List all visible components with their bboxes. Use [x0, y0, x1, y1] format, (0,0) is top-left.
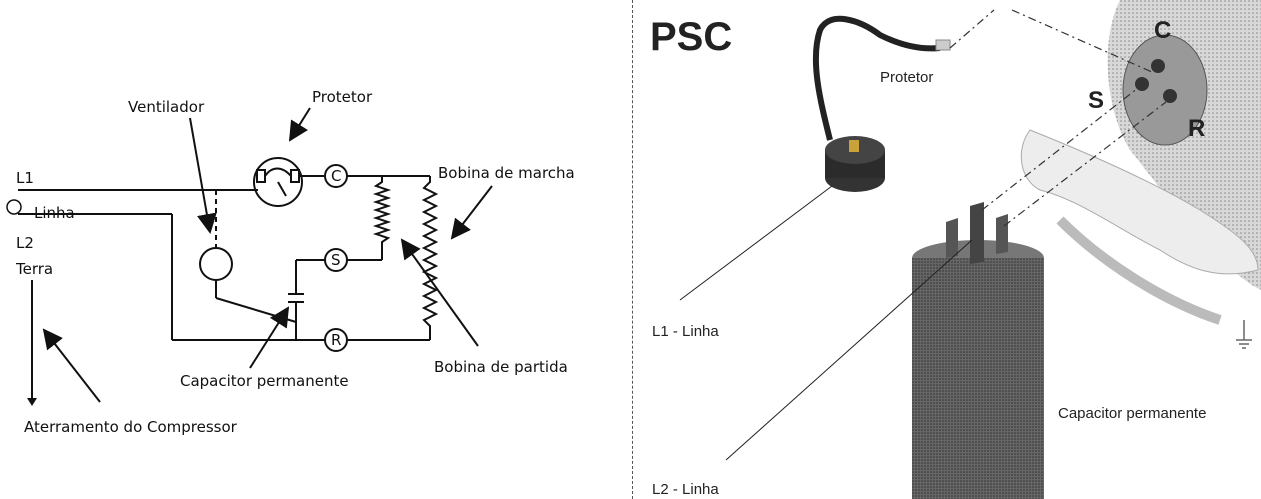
bracket-foot [1056, 216, 1222, 325]
protector-contact-left [256, 169, 266, 183]
terminal-s-right: S [1088, 87, 1104, 114]
psc-illustration: PSC Protetor L1 - Linha L2 - Linha Capac… [636, 0, 1261, 499]
terminal-s-label: S [331, 251, 341, 269]
leader-l1 [679, 185, 833, 301]
label-bobina-partida: Bobina de partida [434, 358, 568, 376]
label-aterramento: Aterramento do Compressor [24, 418, 238, 436]
panel-divider [632, 0, 634, 499]
mounting-bracket [1020, 129, 1259, 275]
protector-element [277, 181, 287, 197]
dash-cap-s [981, 87, 1139, 211]
label-linha: Linha [34, 204, 75, 222]
protector-bimetal [264, 167, 292, 177]
wiring-schematic: C S R Ventilador Protetor L1 Linha L2 Te… [6, 88, 575, 436]
label-protetor: Protetor [312, 88, 373, 106]
compressor-terminal-plate [1122, 34, 1208, 146]
pin-r-icon [1163, 89, 1177, 103]
label-capacitor-right: Capacitor permanente [1058, 405, 1206, 422]
cap-terminal-middle [970, 202, 984, 264]
arrow-capacitor [249, 306, 290, 369]
label-terra: Terra [15, 260, 53, 278]
leader-l2 [725, 239, 973, 461]
capacitor-body [912, 258, 1044, 499]
protector-terminal [849, 140, 859, 152]
label-capacitor: Capacitor permanente [180, 372, 349, 390]
label-protetor-right: Protetor [880, 69, 933, 86]
run-winding-coil [421, 176, 439, 340]
arrow-bobina-marcha [450, 185, 493, 240]
pin-c-icon [1151, 59, 1165, 73]
arrow-ventilador [189, 117, 217, 234]
dash-top-c [1011, 9, 1153, 73]
protector-cable [812, 15, 941, 141]
label-l1: L1 [16, 169, 34, 187]
wire-fan-cap [215, 297, 297, 323]
label-bobina-marcha: Bobina de marcha [438, 164, 575, 182]
arrow-aterramento [42, 328, 101, 403]
dash-cap-r [1003, 101, 1167, 227]
terminal-c-right: C [1154, 17, 1171, 44]
label-l1-linha: L1 - Linha [652, 323, 719, 340]
cap-terminal-right [996, 214, 1008, 254]
fan-motor-symbol [199, 247, 233, 281]
arrow-protetor [288, 107, 311, 142]
diagram-title: PSC [650, 15, 732, 59]
start-winding-coil [372, 176, 392, 260]
label-l2: L2 [16, 234, 34, 252]
protector-symbol [253, 157, 303, 207]
schematic-svg: C S R Ventilador Protetor L1 Linha L2 Te… [6, 88, 575, 436]
ground-icon-right [1236, 320, 1252, 349]
terminal-c-label: C [331, 167, 341, 185]
ground-icon [27, 398, 37, 406]
terminal-r-label: R [331, 331, 341, 349]
cap-terminal-left [946, 218, 958, 258]
pin-s-icon [1135, 77, 1149, 91]
terminal-r-right: R [1188, 115, 1205, 142]
psc-svg: PSC Protetor L1 - Linha L2 - Linha Capac… [650, 0, 1261, 499]
cable-connector [935, 39, 951, 51]
label-ventilador: Ventilador [128, 98, 205, 116]
dash-protector-c [949, 9, 995, 49]
plug-icon [6, 199, 22, 215]
arrow-bobina-partida [400, 238, 479, 347]
protector-contact-right [290, 169, 300, 183]
label-l2-linha: L2 - Linha [652, 481, 719, 498]
